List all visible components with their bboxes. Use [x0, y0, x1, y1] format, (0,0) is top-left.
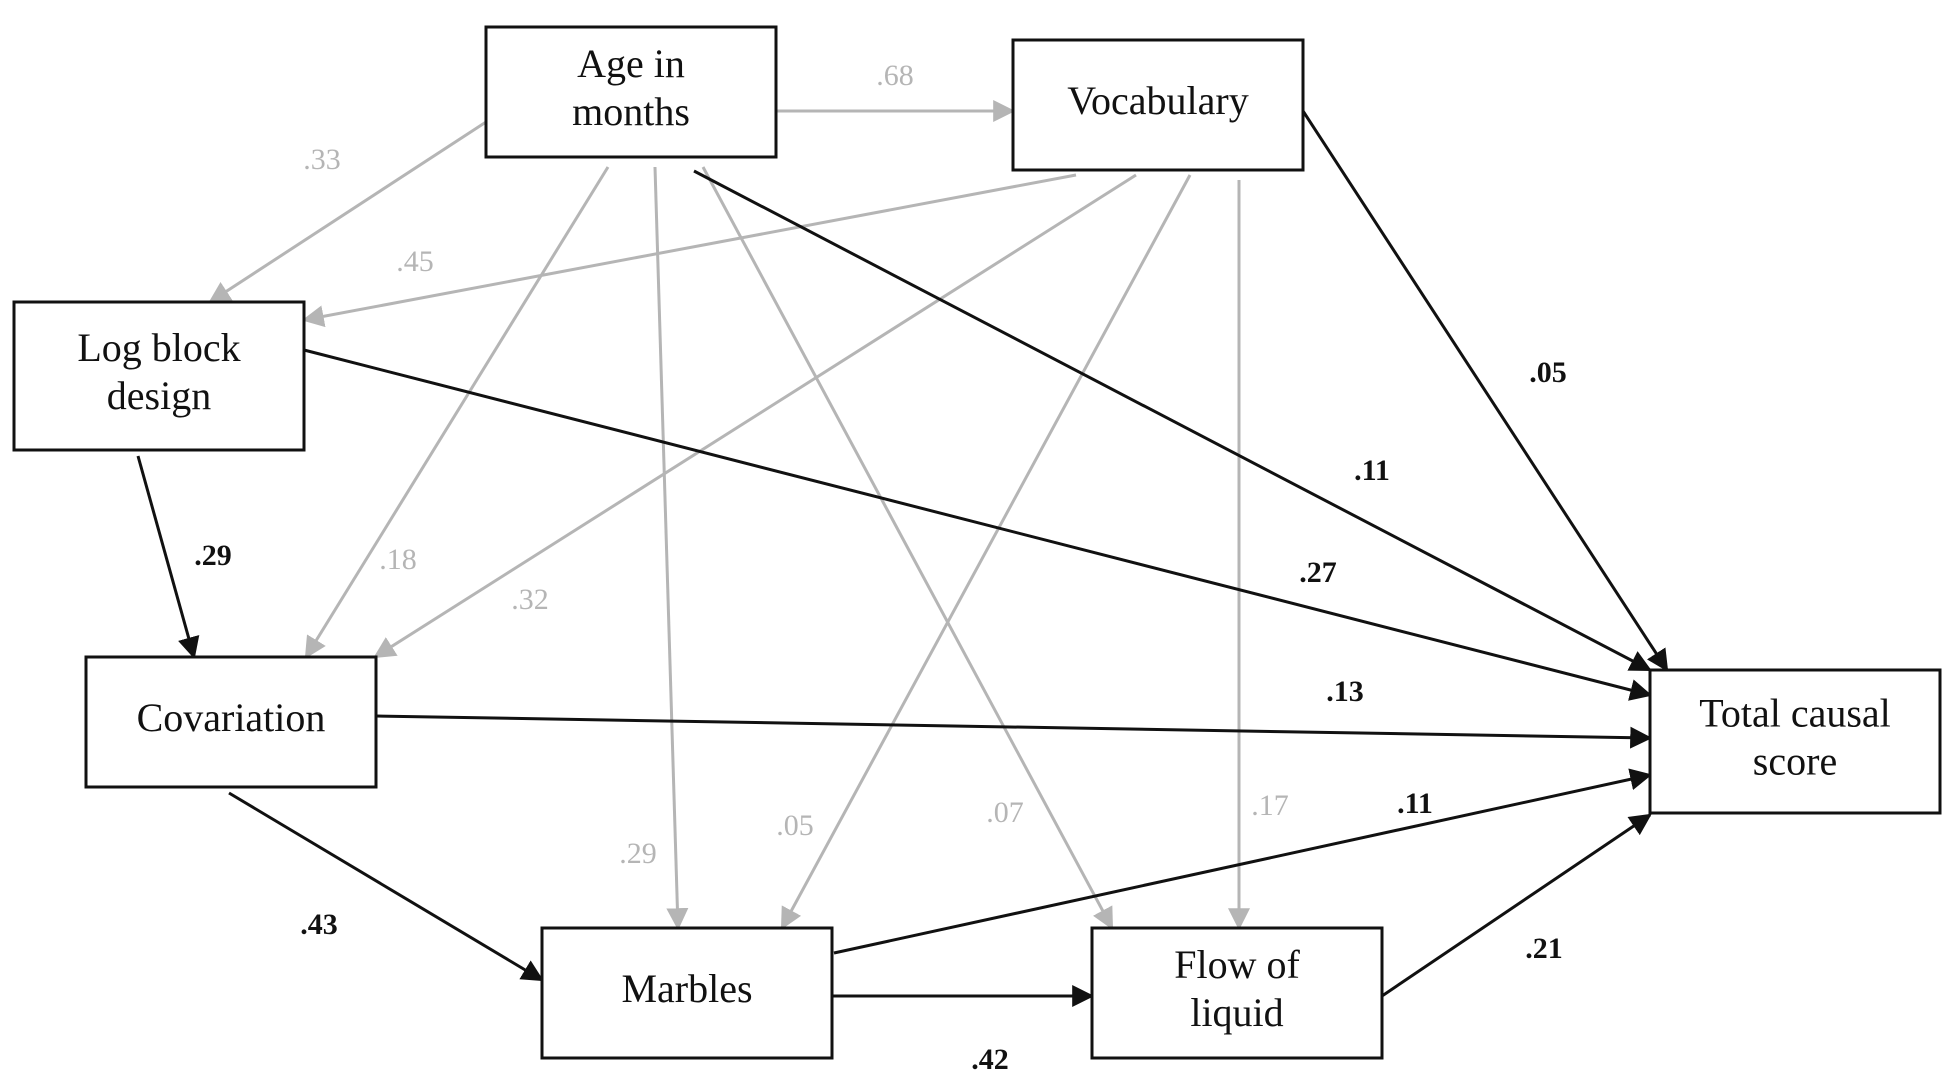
edge-label-logblock-total: .27 — [1299, 556, 1337, 589]
node-total-causal-score-label-line: score — [1753, 739, 1837, 784]
edge-age-flow — [701, 166, 1114, 930]
edge-age-marbles — [653, 166, 689, 931]
edge-covariation-total — [375, 714, 1653, 749]
edge-labels-layer: .68 .33 .45 .18 .32 .29 .05 .07 .17 .05 .11 .27 .29.… — [194, 59, 1567, 1076]
node-covariation-box — [84, 655, 378, 789]
node-age-in-months-box — [484, 25, 778, 159]
node-covariation-label-line: Covariation — [137, 695, 326, 740]
node-covariation: Covariation — [84, 655, 378, 789]
edges-layer — [136, 100, 1669, 1007]
edge-label-age-flow: .07 — [986, 796, 1024, 829]
edge-label-vocab-flow: .17 — [1251, 789, 1289, 822]
node-total-causal-score-label-line: Total causal — [1699, 691, 1891, 736]
node-flow-of-liquid-label-line: liquid — [1190, 990, 1283, 1035]
node-log-block-design-box — [12, 300, 306, 452]
node-age-in-months-label-line: Age in — [577, 41, 685, 86]
node-total-causal-score-box — [1648, 668, 1942, 815]
edge-vocab-total — [1301, 110, 1669, 672]
node-log-block-design-label-line: design — [107, 373, 211, 418]
edge-label-age-covariation: .18 — [379, 543, 417, 576]
edge-vocab-covariation — [373, 173, 1137, 659]
edge-label-vocab-total: .05 — [1529, 356, 1567, 389]
node-marbles-label-line: Marbles — [621, 966, 752, 1011]
edge-label-age-marbles: .29 — [619, 837, 657, 870]
node-flow-of-liquid-label-line: Flow of — [1174, 942, 1300, 987]
edge-label-marbles-total: .11 — [1397, 787, 1433, 820]
node-age-in-months-label-line: months — [572, 89, 690, 134]
edge-flow-total — [1381, 813, 1652, 998]
node-vocabulary: Vocabulary — [1011, 38, 1305, 172]
edge-label-covariation-marbles: .43 — [300, 908, 338, 941]
edge-label-age-logblock: .33 — [303, 143, 341, 176]
edge-label-vocab-marbles: .05 — [776, 809, 814, 842]
edge-label-covariation-total: .13 — [1326, 675, 1364, 708]
edge-label-flow-total: .21 — [1525, 932, 1563, 965]
edge-age-total — [693, 169, 1652, 672]
edge-label-logblock-covariation: .29 — [194, 539, 232, 572]
edge-label-vocab-covariation: .32 — [511, 583, 549, 616]
node-vocabulary-label-line: Vocabulary — [1067, 78, 1248, 123]
edge-label-age-vocab: .68 — [876, 59, 914, 92]
edge-logblock-covariation — [136, 455, 200, 660]
node-marbles-box — [540, 926, 834, 1060]
edge-vocab-marbles — [780, 174, 1192, 930]
edge-label-marbles-flow: .42 — [971, 1043, 1009, 1076]
edge-label-vocab-logblock: .45 — [396, 245, 434, 278]
edge-logblock-total — [303, 348, 1653, 701]
node-marbles: Marbles — [540, 926, 834, 1060]
edge-marbles-total — [833, 768, 1653, 955]
node-vocabulary-box — [1011, 38, 1305, 172]
edge-label-age-total: .11 — [1354, 454, 1390, 487]
edge-age-logblock — [208, 120, 487, 304]
edge-covariation-marbles — [228, 791, 544, 982]
node-log-block-design-label-line: Log block — [77, 325, 240, 370]
node-flow-of-liquid-box — [1090, 926, 1384, 1060]
edge-age-covariation — [304, 166, 610, 659]
edge-vocab-logblock — [301, 173, 1077, 328]
